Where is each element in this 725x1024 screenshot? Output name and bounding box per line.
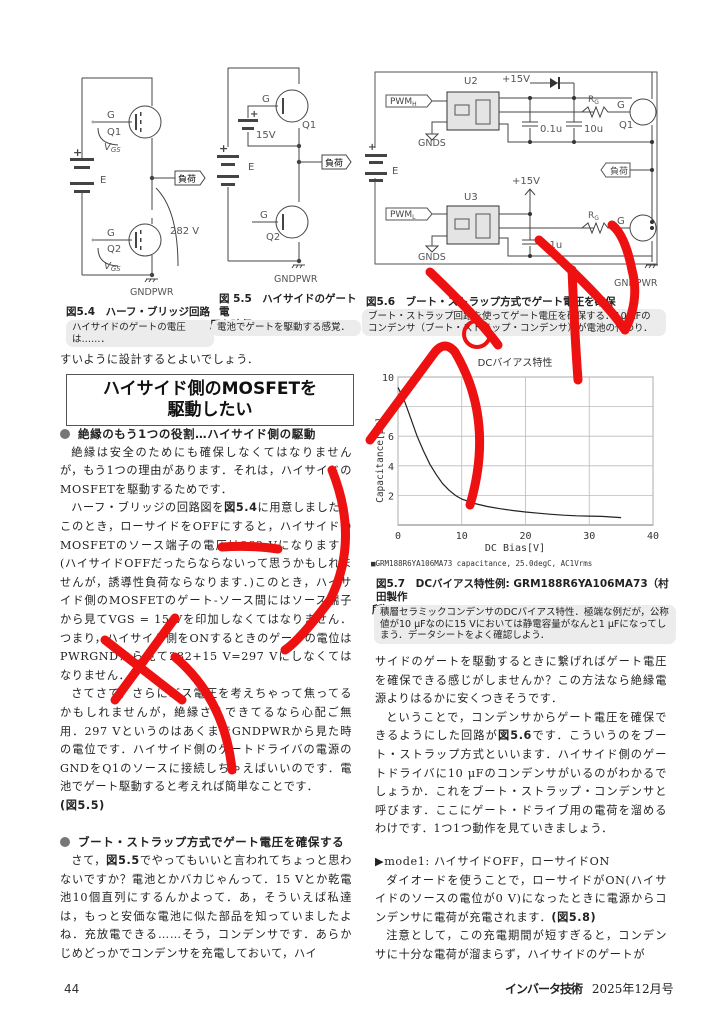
magazine-name: インバータ技術 bbox=[505, 982, 583, 996]
svg-text:0.1u: 0.1u bbox=[540, 240, 562, 251]
dc-bias-chart: DCバイアス特性 0 10 20 30 40 2 4 6 10 DC Bias[V] Capac… bbox=[371, 356, 659, 568]
figure-5-4-half-bridge-circuit: 負荷 G Q1 G Q2 VGS VGS E + 282 V GNDPWR bbox=[70, 77, 206, 298]
svg-text:G: G bbox=[617, 216, 625, 227]
paragraph: 注意として，この充電期間が短すぎると，コンデンサに十分な電荷が溜まらず，ハイサイ… bbox=[375, 929, 667, 961]
bullet-icon bbox=[60, 429, 70, 439]
figure-reference-link[interactable]: 図5.4 bbox=[224, 501, 258, 515]
paragraph: さてさて，さらにバス電圧を考えちゃって焦ってるかもしれませんが，絶縁さえできてる… bbox=[60, 687, 352, 812]
svg-text:E: E bbox=[248, 162, 254, 173]
figure-5-6-title: 図5.6 ブート・ストラップ方式でゲート電圧を確保 bbox=[366, 296, 616, 308]
mode1-subheading: ▶mode1: ハイサイドOFF，ローサイドON bbox=[375, 854, 610, 868]
figure-reference-link[interactable]: (図5.5) bbox=[60, 798, 105, 812]
voltage-label: 282 V bbox=[170, 226, 199, 237]
q2-label: Q2 bbox=[107, 244, 121, 255]
load-label: 負荷 bbox=[178, 173, 196, 185]
chart-legend: ■GRM188R6YA106MA73 capacitance, 25.0degC… bbox=[371, 559, 592, 568]
section-heading-isolation: 絶縁のもう1つの役割…ハイサイド側の駆動 bbox=[60, 425, 352, 444]
gate-label-q1: G bbox=[107, 110, 115, 121]
svg-text:GNDS: GNDS bbox=[418, 252, 446, 263]
e-label: E bbox=[100, 175, 106, 186]
svg-text:E: E bbox=[392, 166, 398, 177]
svg-text:Q1: Q1 bbox=[302, 120, 316, 131]
figure-reference-link[interactable]: 図5.5 bbox=[106, 854, 140, 868]
figure-reference-link[interactable]: (図5.8) bbox=[551, 910, 597, 924]
svg-text:GNDPWR: GNDPWR bbox=[614, 278, 658, 289]
svg-text:Q1: Q1 bbox=[619, 120, 633, 131]
paragraph: サイドのゲートを駆動するときに繋げればゲート電圧を確保できる感じがしませんか？こ… bbox=[375, 655, 667, 706]
svg-text:RG: RG bbox=[588, 211, 599, 222]
u2-label: U2 bbox=[464, 76, 478, 87]
section-title-line1: ハイサイド側のMOSFETを bbox=[102, 379, 318, 399]
x-tick-label: 10 bbox=[456, 531, 468, 542]
svg-text:G: G bbox=[617, 100, 625, 111]
bullet-icon bbox=[60, 837, 70, 848]
x-tick-label: 20 bbox=[519, 531, 531, 542]
figure-5-5-gate-battery-circuit: 負荷 G Q1 15V E G Q2 GNDPWR + + bbox=[217, 67, 352, 285]
svg-text:GNDPWR: GNDPWR bbox=[274, 274, 318, 285]
paragraph: ということで，コンデンサからゲート電圧を確保できるようにした回路が図5.6です．… bbox=[375, 710, 668, 836]
chart-title: DCバイアス特性 bbox=[478, 356, 553, 369]
chart-xlabel: DC Bias[V] bbox=[485, 543, 545, 554]
x-tick-label: 40 bbox=[647, 531, 659, 542]
y-tick-label: 2 bbox=[388, 491, 394, 502]
svg-text:VGS: VGS bbox=[104, 142, 121, 154]
figure-5-4-title: 図5.4 ハーフ・ブリッジ回路 bbox=[66, 306, 210, 318]
y-tick-label: 4 bbox=[388, 462, 394, 473]
section-heading-bootstrap: ブート・ストラップ方式でゲート電圧を確保する bbox=[60, 833, 352, 852]
section-title-box: ハイサイド側のMOSFETを 駆動したい bbox=[66, 374, 354, 426]
svg-text:G: G bbox=[260, 210, 268, 221]
svg-text:0.1u: 0.1u bbox=[540, 124, 562, 135]
x-tick-label: 0 bbox=[395, 531, 401, 542]
plus-15v-label: +15V bbox=[502, 74, 530, 85]
y-tick-label: 10 bbox=[382, 373, 394, 384]
left-column-text: 絶縁のもう1つの役割…ハイサイド側の駆動 絶縁は安全のためにも確保しなくてはなり… bbox=[60, 425, 352, 964]
svg-text:+: + bbox=[250, 109, 258, 120]
page-number: 44 bbox=[64, 982, 80, 996]
svg-text:+: + bbox=[368, 142, 376, 153]
x-tick-label: 30 bbox=[583, 531, 595, 542]
gndpwr-label: GNDPWR bbox=[130, 287, 174, 298]
magazine-footer: インバータ技術 2025年12月号 bbox=[505, 980, 674, 997]
paragraph: ダイオードを使うことで，ローサイドがON(ハイサイドのソースの電位が0 V)にな… bbox=[375, 873, 667, 924]
paragraph: ハーフ・ブリッジの回路図を図5.4に用意しました．このとき，ローサイドをOFFに… bbox=[60, 501, 352, 682]
svg-text:VGS: VGS bbox=[104, 261, 121, 273]
svg-text:+: + bbox=[219, 142, 228, 155]
chart-ylabel: Capacitance[μF] bbox=[375, 417, 386, 503]
svg-text:G: G bbox=[262, 94, 270, 105]
issue-date: 2025年12月号 bbox=[591, 982, 674, 996]
svg-text:+15V: +15V bbox=[512, 176, 540, 187]
q1-label: Q1 bbox=[107, 127, 121, 138]
svg-text:PWML: PWML bbox=[390, 210, 416, 221]
paragraph: 絶縁は安全のためにも確保しなくてはなりませんが，もう1つの理由があります．それは… bbox=[60, 445, 352, 496]
section-title-line2: 駆動したい bbox=[167, 400, 253, 420]
svg-text:+: + bbox=[73, 146, 82, 159]
y-tick-label: 6 bbox=[388, 432, 394, 443]
svg-text:Q2: Q2 bbox=[266, 232, 280, 243]
paragraph: さて，図5.5でやってもいいと言われてちょっと思わないですか？電池とかバカじゃん… bbox=[60, 854, 353, 961]
svg-text:U3: U3 bbox=[464, 192, 478, 203]
left-intro-line: すいように設計するとよいでしょう． bbox=[60, 353, 259, 366]
figure-reference-link[interactable]: 図5.6 bbox=[497, 729, 532, 743]
figure-5-6-bootstrap-circuit: E + U2 PWMH +15V 0.1u 10u RG G Q1 GNDS 負… bbox=[365, 71, 658, 289]
right-column-text: サイドのゲートを駆動するときに繋げればゲート電圧を確保できる感じがしませんか？こ… bbox=[375, 653, 667, 965]
gate-label-q2: G bbox=[107, 228, 115, 239]
svg-text:RG: RG bbox=[588, 95, 599, 106]
battery-15v-label: 15V bbox=[256, 130, 276, 141]
figure-5-5-caption: 電池でゲートを駆動する感覚． bbox=[211, 320, 361, 336]
figure-5-7-caption: 積層セラミックコンデンサのDCバイアス特性．極端な例だが，公称値が10 μFなの… bbox=[374, 605, 676, 644]
load-label: 負荷 bbox=[325, 157, 343, 169]
svg-text:GNDS: GNDS bbox=[418, 138, 446, 149]
figure-5-4-caption: ハイサイドのゲートの電圧は……． bbox=[66, 320, 214, 347]
svg-text:PWMH: PWMH bbox=[390, 97, 417, 108]
bootstrap-cap-label: 10u bbox=[584, 124, 603, 135]
svg-text:負荷: 負荷 bbox=[610, 165, 628, 177]
figure-5-6-caption: ブート・ストラップ回路を使ってゲート電圧を確保する．10 μFのコンデンサ（ブー… bbox=[362, 309, 666, 336]
